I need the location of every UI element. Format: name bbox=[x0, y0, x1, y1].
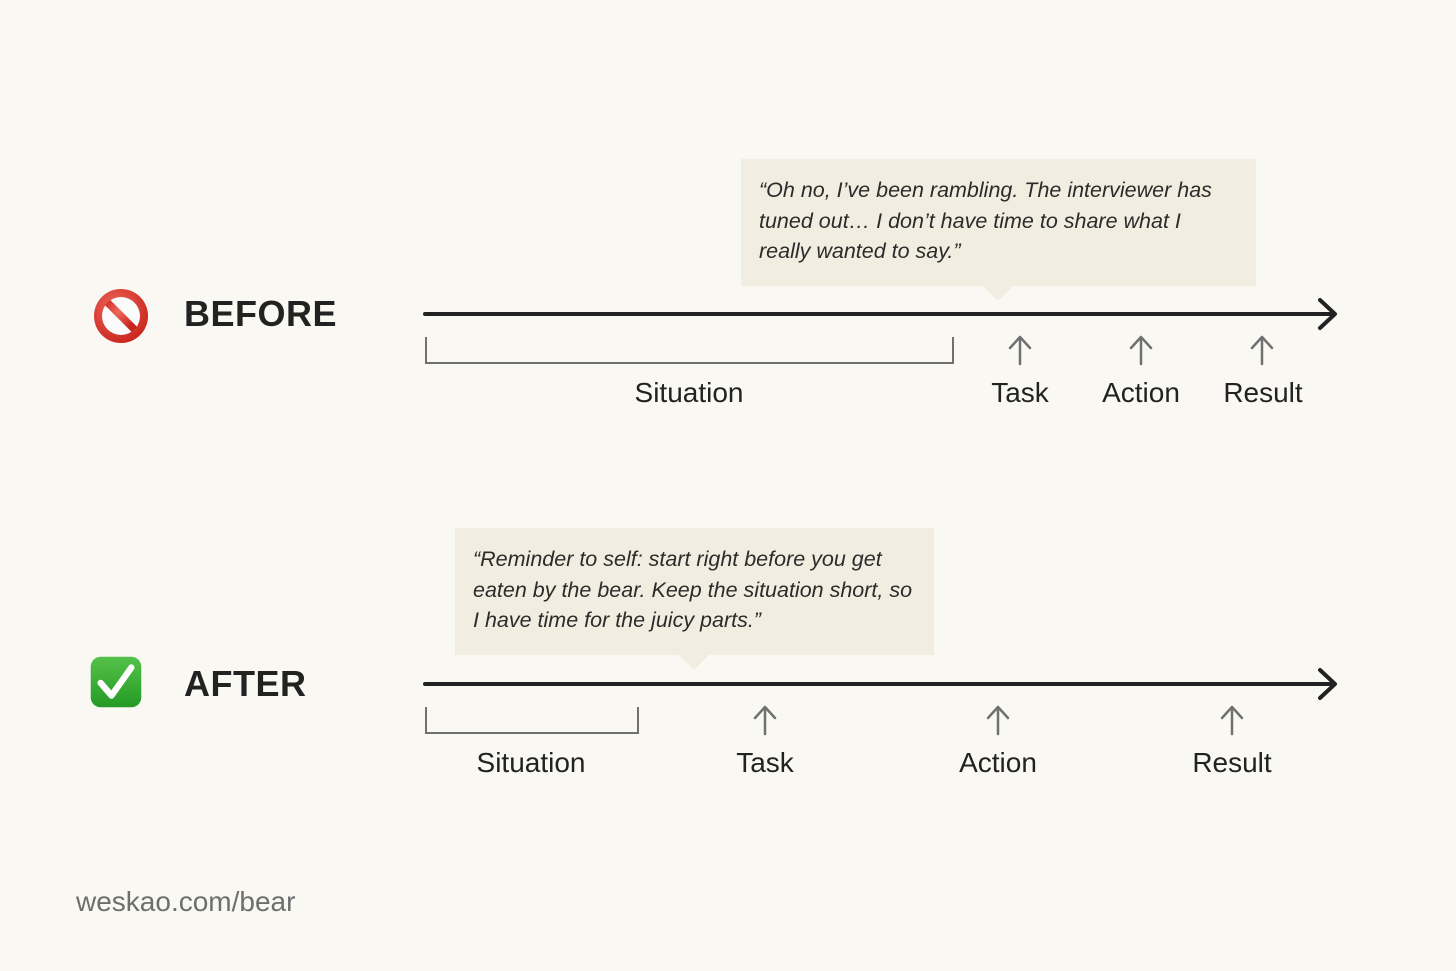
before-callout: “Oh no, I’ve been rambling. The intervie… bbox=[741, 159, 1256, 301]
before-row: BEFORE “Oh no, I’ve been rambling. The i… bbox=[0, 130, 1456, 408]
before-stage-action: Action bbox=[1102, 377, 1180, 408]
task-arrow bbox=[1008, 335, 1032, 366]
timeline-arrowhead bbox=[1318, 298, 1337, 330]
after-row: AFTER “Reminder to self: start right bef… bbox=[0, 500, 1456, 778]
before-stage-task: Task bbox=[991, 377, 1049, 408]
action-arrow bbox=[986, 705, 1010, 736]
result-arrow bbox=[1250, 335, 1274, 366]
situation-bracket bbox=[425, 707, 639, 734]
footer-link[interactable]: weskao.com/bear bbox=[76, 886, 296, 917]
after-timeline bbox=[423, 668, 1337, 736]
after-callout: “Reminder to self: start right before yo… bbox=[455, 528, 934, 670]
before-label: BEFORE bbox=[184, 293, 338, 334]
after-stage-situation: Situation bbox=[476, 747, 586, 778]
after-callout-text: “Reminder to self: start right before yo… bbox=[473, 547, 913, 632]
after-stage-result: Result bbox=[1192, 747, 1272, 778]
after-stage-action: Action bbox=[959, 747, 1037, 778]
before-callout-text: “Oh no, I’ve been rambling. The intervie… bbox=[759, 178, 1212, 263]
callout-tail bbox=[983, 286, 1013, 301]
after-stage-task: Task bbox=[736, 747, 794, 778]
after-label: AFTER bbox=[184, 663, 307, 704]
before-stage-result: Result bbox=[1223, 377, 1303, 408]
result-arrow bbox=[1220, 705, 1244, 736]
check-mark-icon bbox=[90, 656, 142, 708]
before-timeline bbox=[423, 298, 1337, 366]
callout-tail bbox=[679, 655, 709, 670]
action-arrow bbox=[1129, 335, 1153, 366]
timeline-arrowhead bbox=[1318, 668, 1337, 700]
situation-bracket bbox=[425, 337, 954, 364]
task-arrow bbox=[753, 705, 777, 736]
no-entry-icon bbox=[94, 289, 148, 343]
before-stage-situation: Situation bbox=[634, 377, 744, 408]
